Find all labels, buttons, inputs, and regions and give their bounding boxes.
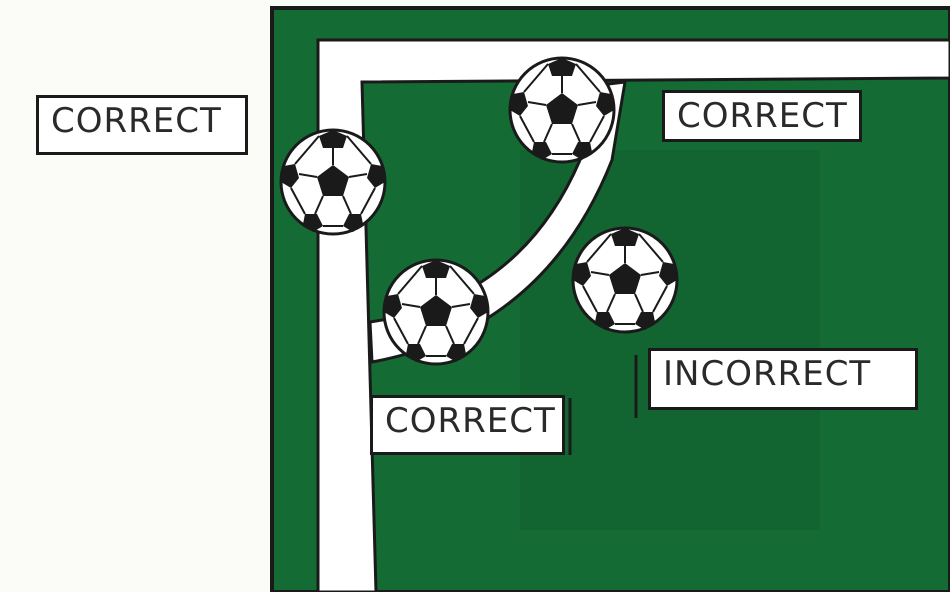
label-inside-ball: INCORRECT bbox=[648, 348, 918, 410]
label-outside-ball: CORRECT bbox=[36, 95, 248, 155]
soccer-ball-icon bbox=[573, 228, 677, 332]
soccer-ball-icon bbox=[281, 130, 385, 234]
soccer-ball-icon bbox=[510, 58, 614, 162]
label-arc-ball: CORRECT bbox=[370, 395, 565, 455]
soccer-ball-icon bbox=[384, 260, 488, 364]
label-corner-ball: CORRECT bbox=[662, 90, 862, 142]
